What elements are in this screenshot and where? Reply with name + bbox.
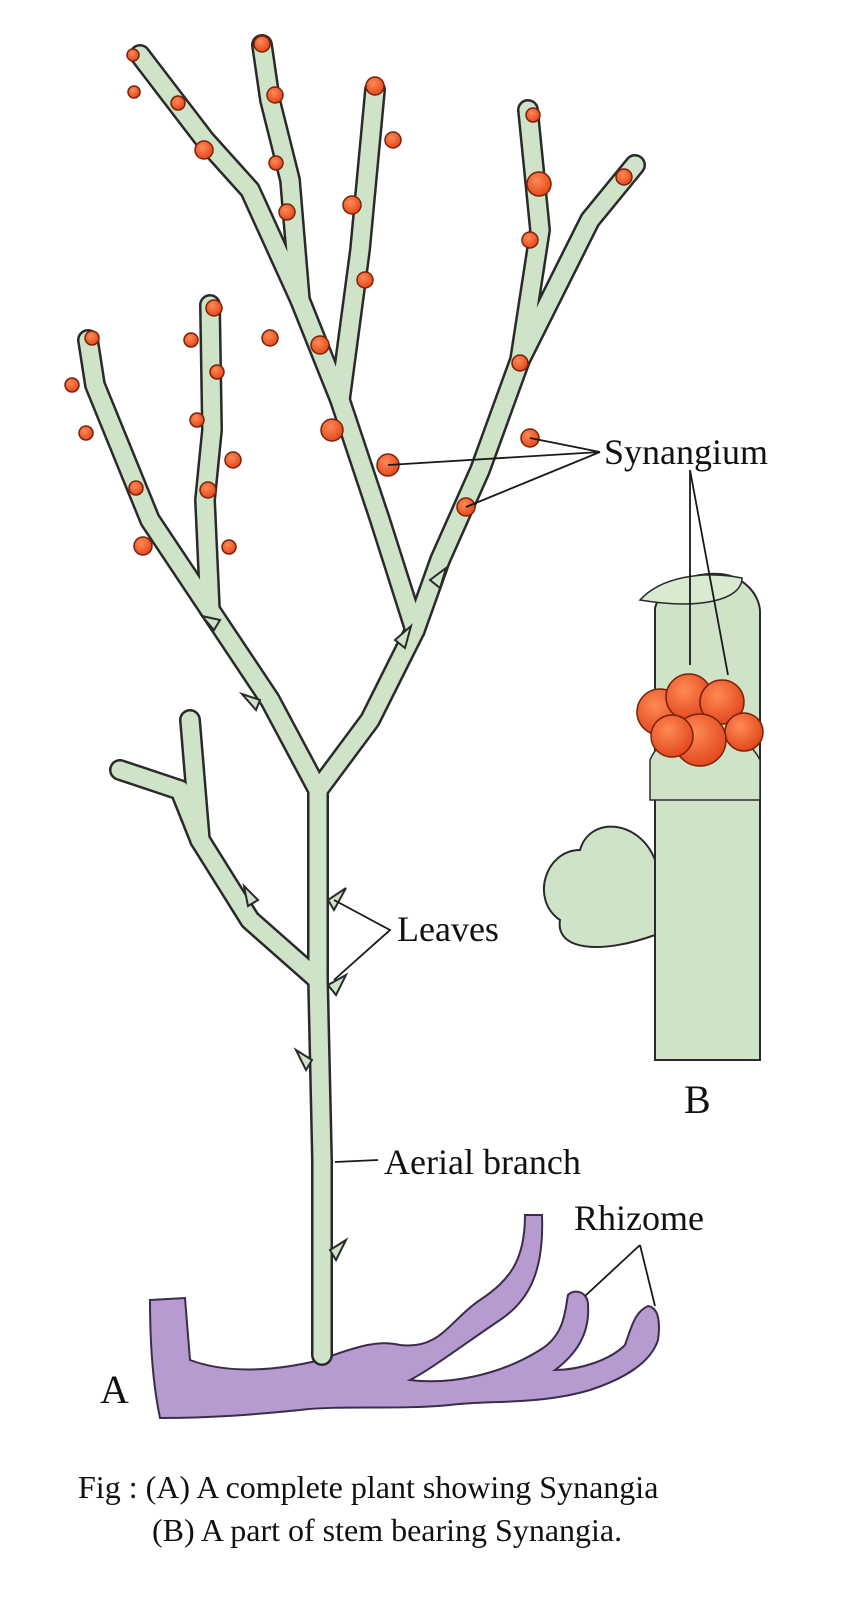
figure-caption-line-2: (B) A part of stem bearing Synangia. (152, 1512, 623, 1548)
panel-a-letter: A (100, 1367, 129, 1412)
synangium-label: Synangium (604, 432, 769, 472)
scale-leaves (199, 565, 448, 1263)
rhizome-label: Rhizome (574, 1198, 704, 1238)
aerial-branch-label: Aerial branch (384, 1142, 581, 1182)
panel-b-letter: B (684, 1077, 711, 1122)
leader-lines (333, 437, 729, 1307)
synangium-cluster (636, 673, 764, 767)
stem-detail (543, 572, 764, 1061)
synangia (64, 35, 633, 556)
figure-caption-line-1: Fig : (A) A complete plant showing Synan… (78, 1469, 659, 1505)
aerial-branches (77, 34, 646, 1366)
leaves-label: Leaves (397, 909, 499, 949)
rhizome (148, 1214, 660, 1420)
